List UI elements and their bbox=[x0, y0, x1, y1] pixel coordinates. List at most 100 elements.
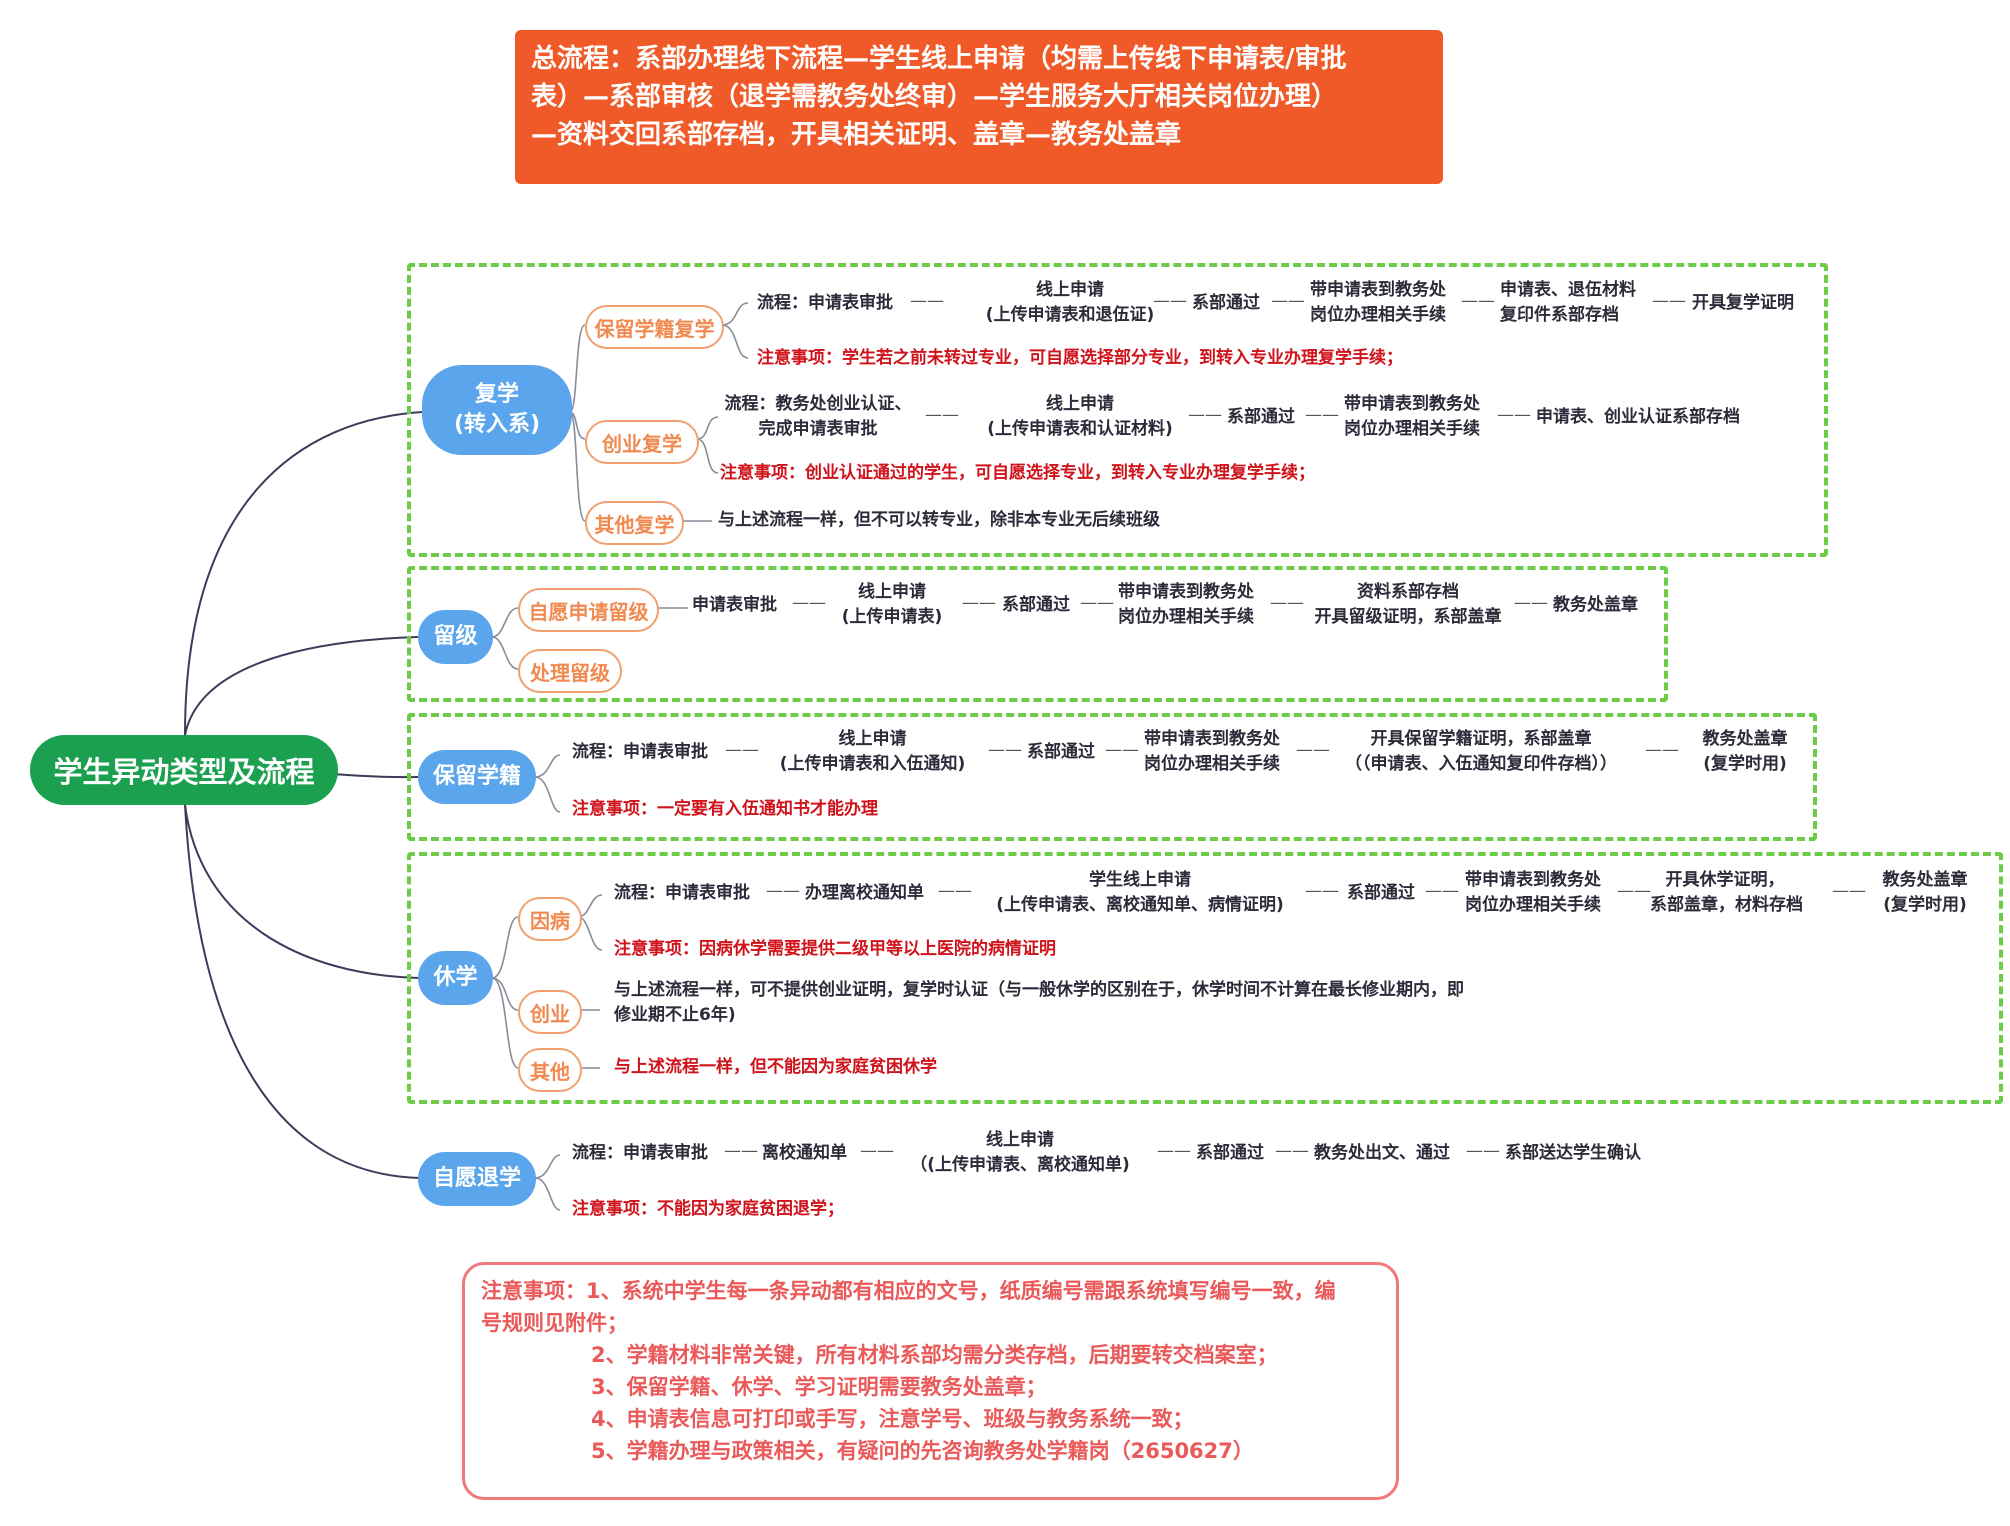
flow-dash: —— bbox=[1652, 291, 1686, 311]
flow-dash: —— bbox=[1514, 593, 1548, 613]
tuixue-step-3: 系部通过 bbox=[1196, 1143, 1264, 1163]
tuixue-step-2: 线上申请（(上传申请表、离校通知单) bbox=[910, 1130, 1130, 1175]
sub-node-qita-fuxue[interactable]: 其他复学 bbox=[585, 501, 684, 545]
flow-dash: —— bbox=[1617, 881, 1651, 901]
baoliuxueji-group-box bbox=[407, 713, 1817, 841]
notes-box: 注意事项：1、系统中学生每一条异动都有相应的文号，纸质编号需跟系统填写编号一致，… bbox=[462, 1262, 1399, 1500]
tuixue-step-4: 教务处出文、通过 bbox=[1314, 1143, 1450, 1163]
flow-dash: —— bbox=[1105, 740, 1139, 760]
note-line-6: 5、学籍办理与政策相关，有疑问的先咨询教务处学籍岗（2650627） bbox=[591, 1439, 1254, 1463]
yinbing-note: 注意事项：因病休学需要提供二级甲等以上医院的病情证明 bbox=[614, 939, 1056, 959]
tuixue-flow: 流程：申请表审批 bbox=[572, 1143, 708, 1163]
flow-dash: —— bbox=[1832, 881, 1866, 901]
flow-dash: —— bbox=[988, 740, 1022, 760]
baoliu-note: 注意事项：学生若之前未转过专业，可自愿选择部分专业，到转入专业办理复学手续； bbox=[757, 348, 1403, 368]
sub-node-ziyuan-liuji[interactable]: 自愿申请留级 bbox=[518, 588, 659, 632]
sub-node-chuangye-xiuxue[interactable]: 创业 bbox=[518, 990, 582, 1034]
flow-dash: —— bbox=[724, 1141, 758, 1161]
flow-dash: —— bbox=[1305, 405, 1339, 425]
yinbing-flow: 流程：申请表审批 bbox=[614, 883, 750, 903]
note-line-1: 注意事项：1、系统中学生每一条异动都有相应的文号，纸质编号需跟系统填写编号一致，… bbox=[481, 1279, 1336, 1303]
flow-dash: —— bbox=[860, 1141, 894, 1161]
flow-dash: —— bbox=[1645, 740, 1679, 760]
baoliuxueji-step-5: 教务处盖章(复学时用) bbox=[1702, 729, 1788, 774]
flow-dash: —— bbox=[1275, 1141, 1309, 1161]
flow-dash: —— bbox=[1157, 1141, 1191, 1161]
node-fuxue-sublabel: (转入系) bbox=[453, 412, 541, 437]
liuji-step-4: 资料系部存档开具留级证明，系部盖章 bbox=[1314, 582, 1502, 627]
flow-dash: —— bbox=[1461, 291, 1495, 311]
note-line-2: 号规则见附件； bbox=[481, 1311, 628, 1335]
baoliuxueji-step-4: 开具保留学籍证明，系部盖章（（申请表、入伍通知复印件存档）） bbox=[1345, 729, 1617, 774]
tuixue-step-5: 系部送达学生确认 bbox=[1505, 1143, 1641, 1163]
chuangye-step-4: 申请表、创业认证系部存档 bbox=[1536, 407, 1740, 427]
node-tuixue[interactable]: 自愿退学 bbox=[418, 1152, 536, 1206]
flow-dash: —— bbox=[1296, 740, 1330, 760]
flow-dash: —— bbox=[1270, 593, 1304, 613]
qita-fuxue-text: 与上述流程一样，但不可以转专业，除非本专业无后续班级 bbox=[718, 510, 1160, 530]
baoliuxueji-note: 注意事项：一定要有入伍通知书才能办理 bbox=[572, 799, 878, 819]
sub-node-qita-xiuxue[interactable]: 其他 bbox=[518, 1048, 582, 1092]
baoliuxueji-step-2: 系部通过 bbox=[1027, 742, 1095, 762]
liuji-step-3: 带申请表到教务处岗位办理相关手续 bbox=[1118, 582, 1254, 627]
node-liuji[interactable]: 留级 bbox=[418, 610, 493, 664]
flow-dash: —— bbox=[792, 593, 826, 613]
flow-dash: —— bbox=[1305, 881, 1339, 901]
flow-dash: —— bbox=[1080, 593, 1114, 613]
baoliu-step-3: 带申请表到教务处岗位办理相关手续 bbox=[1310, 280, 1446, 325]
xiuxue-group-box bbox=[407, 852, 2003, 1104]
baoliuxueji-flow: 流程：申请表审批 bbox=[572, 742, 708, 762]
chuangye-step-1: 线上申请(上传申请表和认证材料) bbox=[987, 394, 1173, 439]
sub-node-baoliu-fuxue[interactable]: 保留学籍复学 bbox=[585, 305, 724, 349]
sub-node-chuangye-fuxue[interactable]: 创业复学 bbox=[585, 420, 699, 464]
flow-dash: —— bbox=[962, 593, 996, 613]
yinbing-step-6: 教务处盖章(复学时用) bbox=[1882, 870, 1968, 915]
note-line-5: 4、申请表信息可打印或手写，注意学号、班级与教务系统一致； bbox=[591, 1407, 1194, 1431]
yinbing-step-3: 系部通过 bbox=[1347, 883, 1415, 903]
tuixue-note: 注意事项：不能因为家庭贫困退学； bbox=[572, 1199, 844, 1219]
liuji-step-5: 教务处盖章 bbox=[1553, 595, 1638, 615]
liuji-step-1: 线上申请(上传申请表) bbox=[841, 582, 943, 627]
baoliuxueji-step-3: 带申请表到教务处岗位办理相关手续 bbox=[1144, 729, 1280, 774]
overall-process-box: 总流程：系部办理线下流程—学生线上申请（均需上传线下申请表/审批 表）—系部审核… bbox=[515, 30, 1443, 184]
note-line-4: 3、保留学籍、休学、学习证明需要教务处盖章； bbox=[591, 1375, 1047, 1399]
yinbing-step-1: 办理离校通知单 bbox=[805, 883, 924, 903]
overall-process-line-3: —资料交回系部存档，开具相关证明、盖章—教务处盖章 bbox=[531, 120, 1182, 150]
flow-dash: —— bbox=[938, 881, 972, 901]
node-xiuxue[interactable]: 休学 bbox=[418, 951, 493, 1005]
yinbing-step-2: 学生线上申请(上传申请表、离校通知单、病情证明) bbox=[996, 870, 1284, 915]
flow-dash: —— bbox=[925, 405, 959, 425]
note-line-3: 2、学籍材料非常关键，所有材料系部均需分类存档，后期要转交档案室； bbox=[591, 1343, 1278, 1367]
flow-dash: —— bbox=[1153, 291, 1187, 311]
baoliu-step-4: 申请表、退伍材料复印件系部存档 bbox=[1500, 280, 1636, 325]
chuangye-step-2: 系部通过 bbox=[1227, 407, 1295, 427]
fuxue-group-box bbox=[407, 263, 1828, 557]
flow-dash: —— bbox=[1425, 881, 1459, 901]
qita-xiuxue-text: 与上述流程一样，但不能因为家庭贫困休学 bbox=[614, 1057, 937, 1077]
yinbing-step-5: 开具休学证明，系部盖章，材料存档 bbox=[1650, 870, 1803, 915]
liuji-step-2: 系部通过 bbox=[1002, 595, 1070, 615]
chuangye-xiuxue-text: 与上述流程一样，可不提供创业证明，复学时认证（与一般休学的区别在于，休学时间不计… bbox=[614, 980, 1464, 1025]
flow-dash: —— bbox=[910, 291, 944, 311]
node-baoliuxueji[interactable]: 保留学籍 bbox=[418, 750, 536, 804]
flow-dash: —— bbox=[1188, 405, 1222, 425]
root-node[interactable]: 学生异动类型及流程 bbox=[30, 735, 338, 805]
chuangye-flow-prefix: 流程：教务处创业认证、完成申请表审批 bbox=[724, 394, 912, 439]
baoliu-step-2: 系部通过 bbox=[1192, 293, 1260, 313]
sub-node-chuli-liuji[interactable]: 处理留级 bbox=[518, 649, 622, 693]
chuangye-step-3: 带申请表到教务处岗位办理相关手续 bbox=[1344, 394, 1480, 439]
node-fuxue[interactable]: 复学 (转入系) bbox=[422, 365, 572, 455]
flow-dash: —— bbox=[1466, 1141, 1500, 1161]
liuji-group-box bbox=[407, 566, 1668, 702]
chuangye-note: 注意事项：创业认证通过的学生，可自愿选择专业，到转入专业办理复学手续； bbox=[720, 463, 1315, 483]
flow-dash: —— bbox=[766, 881, 800, 901]
baoliu-step-1: 线上申请(上传申请表和退伍证) bbox=[985, 280, 1155, 325]
yinbing-step-4: 带申请表到教务处岗位办理相关手续 bbox=[1465, 870, 1601, 915]
baoliuxueji-step-1: 线上申请(上传申请表和入伍通知) bbox=[779, 729, 966, 774]
baoliu-flow-prefix: 流程：申请表审批 bbox=[757, 293, 893, 313]
flow-dash: —— bbox=[1497, 405, 1531, 425]
liuji-flow: 申请表审批 bbox=[692, 595, 777, 615]
flow-dash: —— bbox=[725, 740, 759, 760]
sub-node-yinbing[interactable]: 因病 bbox=[518, 897, 582, 941]
flow-dash: —— bbox=[1271, 291, 1305, 311]
